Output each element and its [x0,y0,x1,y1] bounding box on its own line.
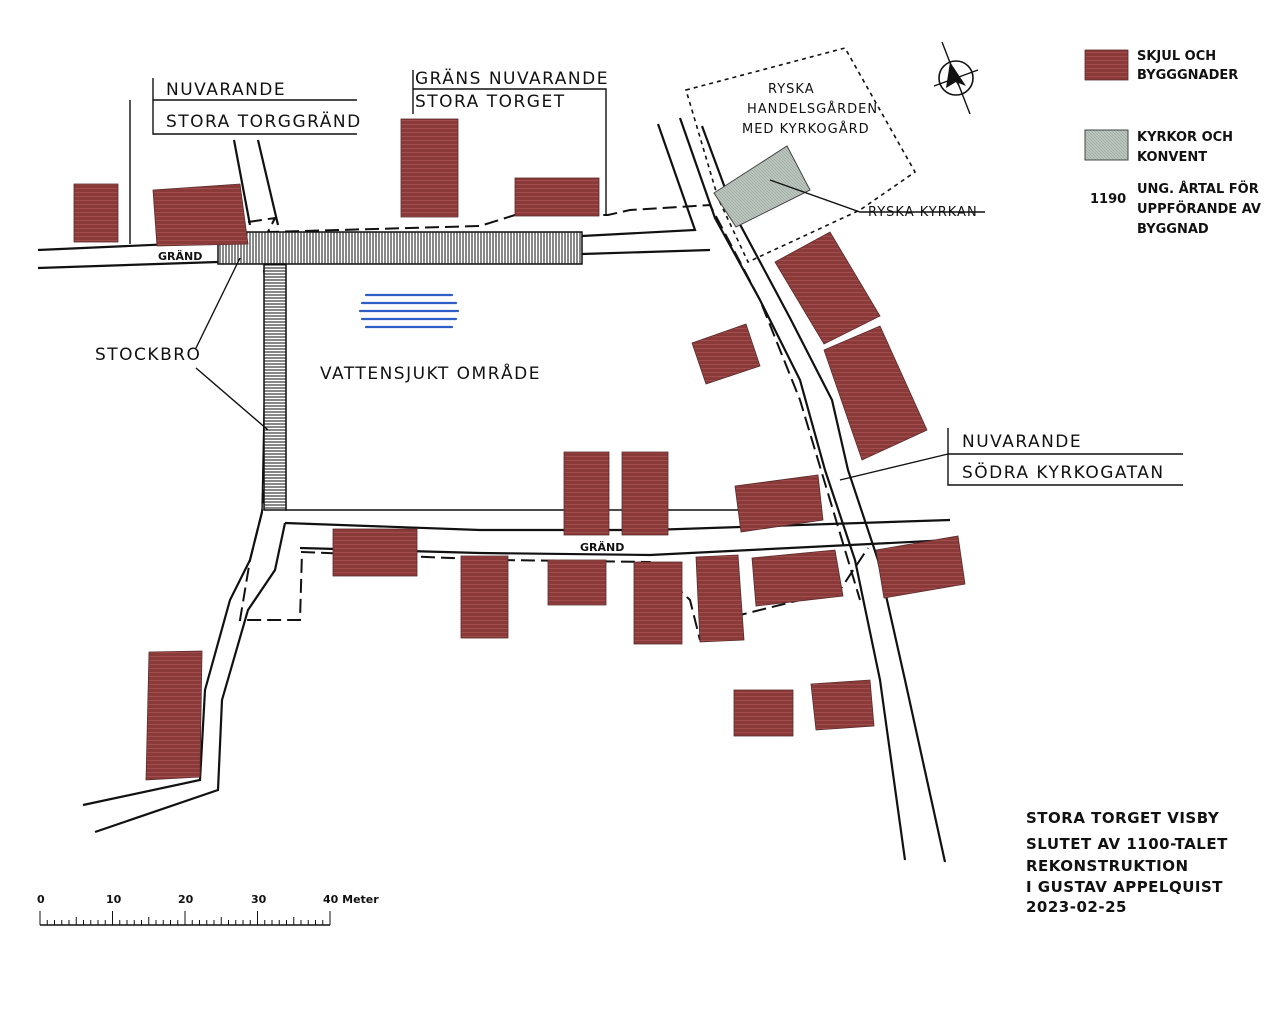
south-grand-top [284,518,951,532]
scale-label-40: 40 Meter [323,893,379,906]
stockbro-west [263,263,287,511]
kyrkogatan-east [700,125,947,863]
legend-churches-1: KYRKOR OCH [1137,130,1233,145]
north-grand-east-top [581,123,697,238]
label-grand-south: GRÄND [580,540,624,554]
building [751,549,844,607]
building [875,535,966,599]
north-grand-road-bottom [37,260,219,270]
building [810,679,875,731]
torggrand-west [232,139,252,226]
building [152,183,249,247]
legend-year-3: BYGGNAD [1137,222,1209,237]
buildings [73,118,966,781]
title-line-3: REKONSTRUKTION [1026,857,1189,875]
west-road-2 [94,522,287,834]
building [514,177,600,217]
legend-year-1: UNG. ÅRTAL FÖR [1137,181,1259,197]
building [563,451,610,536]
building [73,183,119,243]
building [695,554,745,643]
stockbro-north [217,231,583,265]
label-sodra-kyrkogatan-1: NUVARANDE [962,432,1082,452]
building [145,650,203,781]
legend-buildings-2: BYGGGNADER [1137,68,1238,83]
building [633,561,683,645]
title-line-1: STORA TORGET VISBY [1026,809,1220,827]
map-labels: NUVARANDE STORA TORGGRÄND GRÄNS NUVARAND… [95,68,1165,554]
legend-churches-2: KONVENT [1137,150,1207,165]
label-vattensjukt: VATTENSJUKT OMRÅDE [320,362,541,384]
legend-year-sample: 1190 [1090,192,1126,207]
kyrkogatan-west [678,117,907,861]
legend: SKJUL OCH BYGGGNADER KYRKOR OCH KONVENT … [1084,49,1261,237]
building [621,451,669,536]
title-line-2: SLUTET AV 1100-TALET [1026,835,1228,853]
label-ryska-handelsgarden-1: RYSKA [768,82,815,97]
building [734,474,824,533]
label-ryska-handelsgarden-3: MED KYRKOGÅRD [742,121,870,137]
leader-lines [129,70,1183,486]
legend-buildings-swatch [1084,49,1129,81]
building [332,528,418,577]
north-arrow-icon [933,41,979,115]
title-line-4: I GUSTAV APPELQUIST [1026,878,1223,896]
legend-churches-swatch [1084,129,1129,161]
building [400,118,459,218]
torggrand-east [256,139,280,226]
scale-label-10: 10 [106,893,122,906]
scale-bar: 0 10 20 30 40 Meter [37,893,379,926]
legend-buildings-1: SKJUL OCH [1137,49,1216,64]
title-line-5: 2023-02-25 [1026,898,1127,916]
scale-label-30: 30 [251,893,267,906]
building [460,555,509,639]
label-grand-north: GRÄND [158,249,202,263]
north-grand-east-bottom [581,248,711,256]
building [691,323,761,385]
torget-boundary-north [247,203,861,601]
building [823,325,928,461]
building [547,559,607,606]
water-symbol [358,293,460,329]
legend-year-2: UPPFÖRANDE AV [1137,201,1261,217]
scale-label-20: 20 [178,893,194,906]
label-ryska-handelsgarden-2: HANDELSGÅRDEN [747,101,878,117]
label-stockbro: STOCKBRO [95,345,201,365]
label-ryska-kyrkan: RYSKA KYRKAN [868,205,978,220]
building [774,231,881,345]
label-grans-torget-1: GRÄNS NUVARANDE [415,68,609,89]
label-grans-torget-2: STORA TORGET [415,92,566,112]
scale-label-0: 0 [37,893,45,906]
label-nuvarande-torggrand-2: STORA TORGGRÄND [166,111,362,132]
label-nuvarande-torggrand-1: NUVARANDE [166,80,286,100]
label-sodra-kyrkogatan-2: SÖDRA KYRKOGATAN [962,461,1165,483]
ryska-kyrkan-building [713,145,811,228]
bridges [217,231,583,511]
title-block: STORA TORGET VISBY SLUTET AV 1100-TALET … [1026,809,1228,916]
building [733,689,794,737]
